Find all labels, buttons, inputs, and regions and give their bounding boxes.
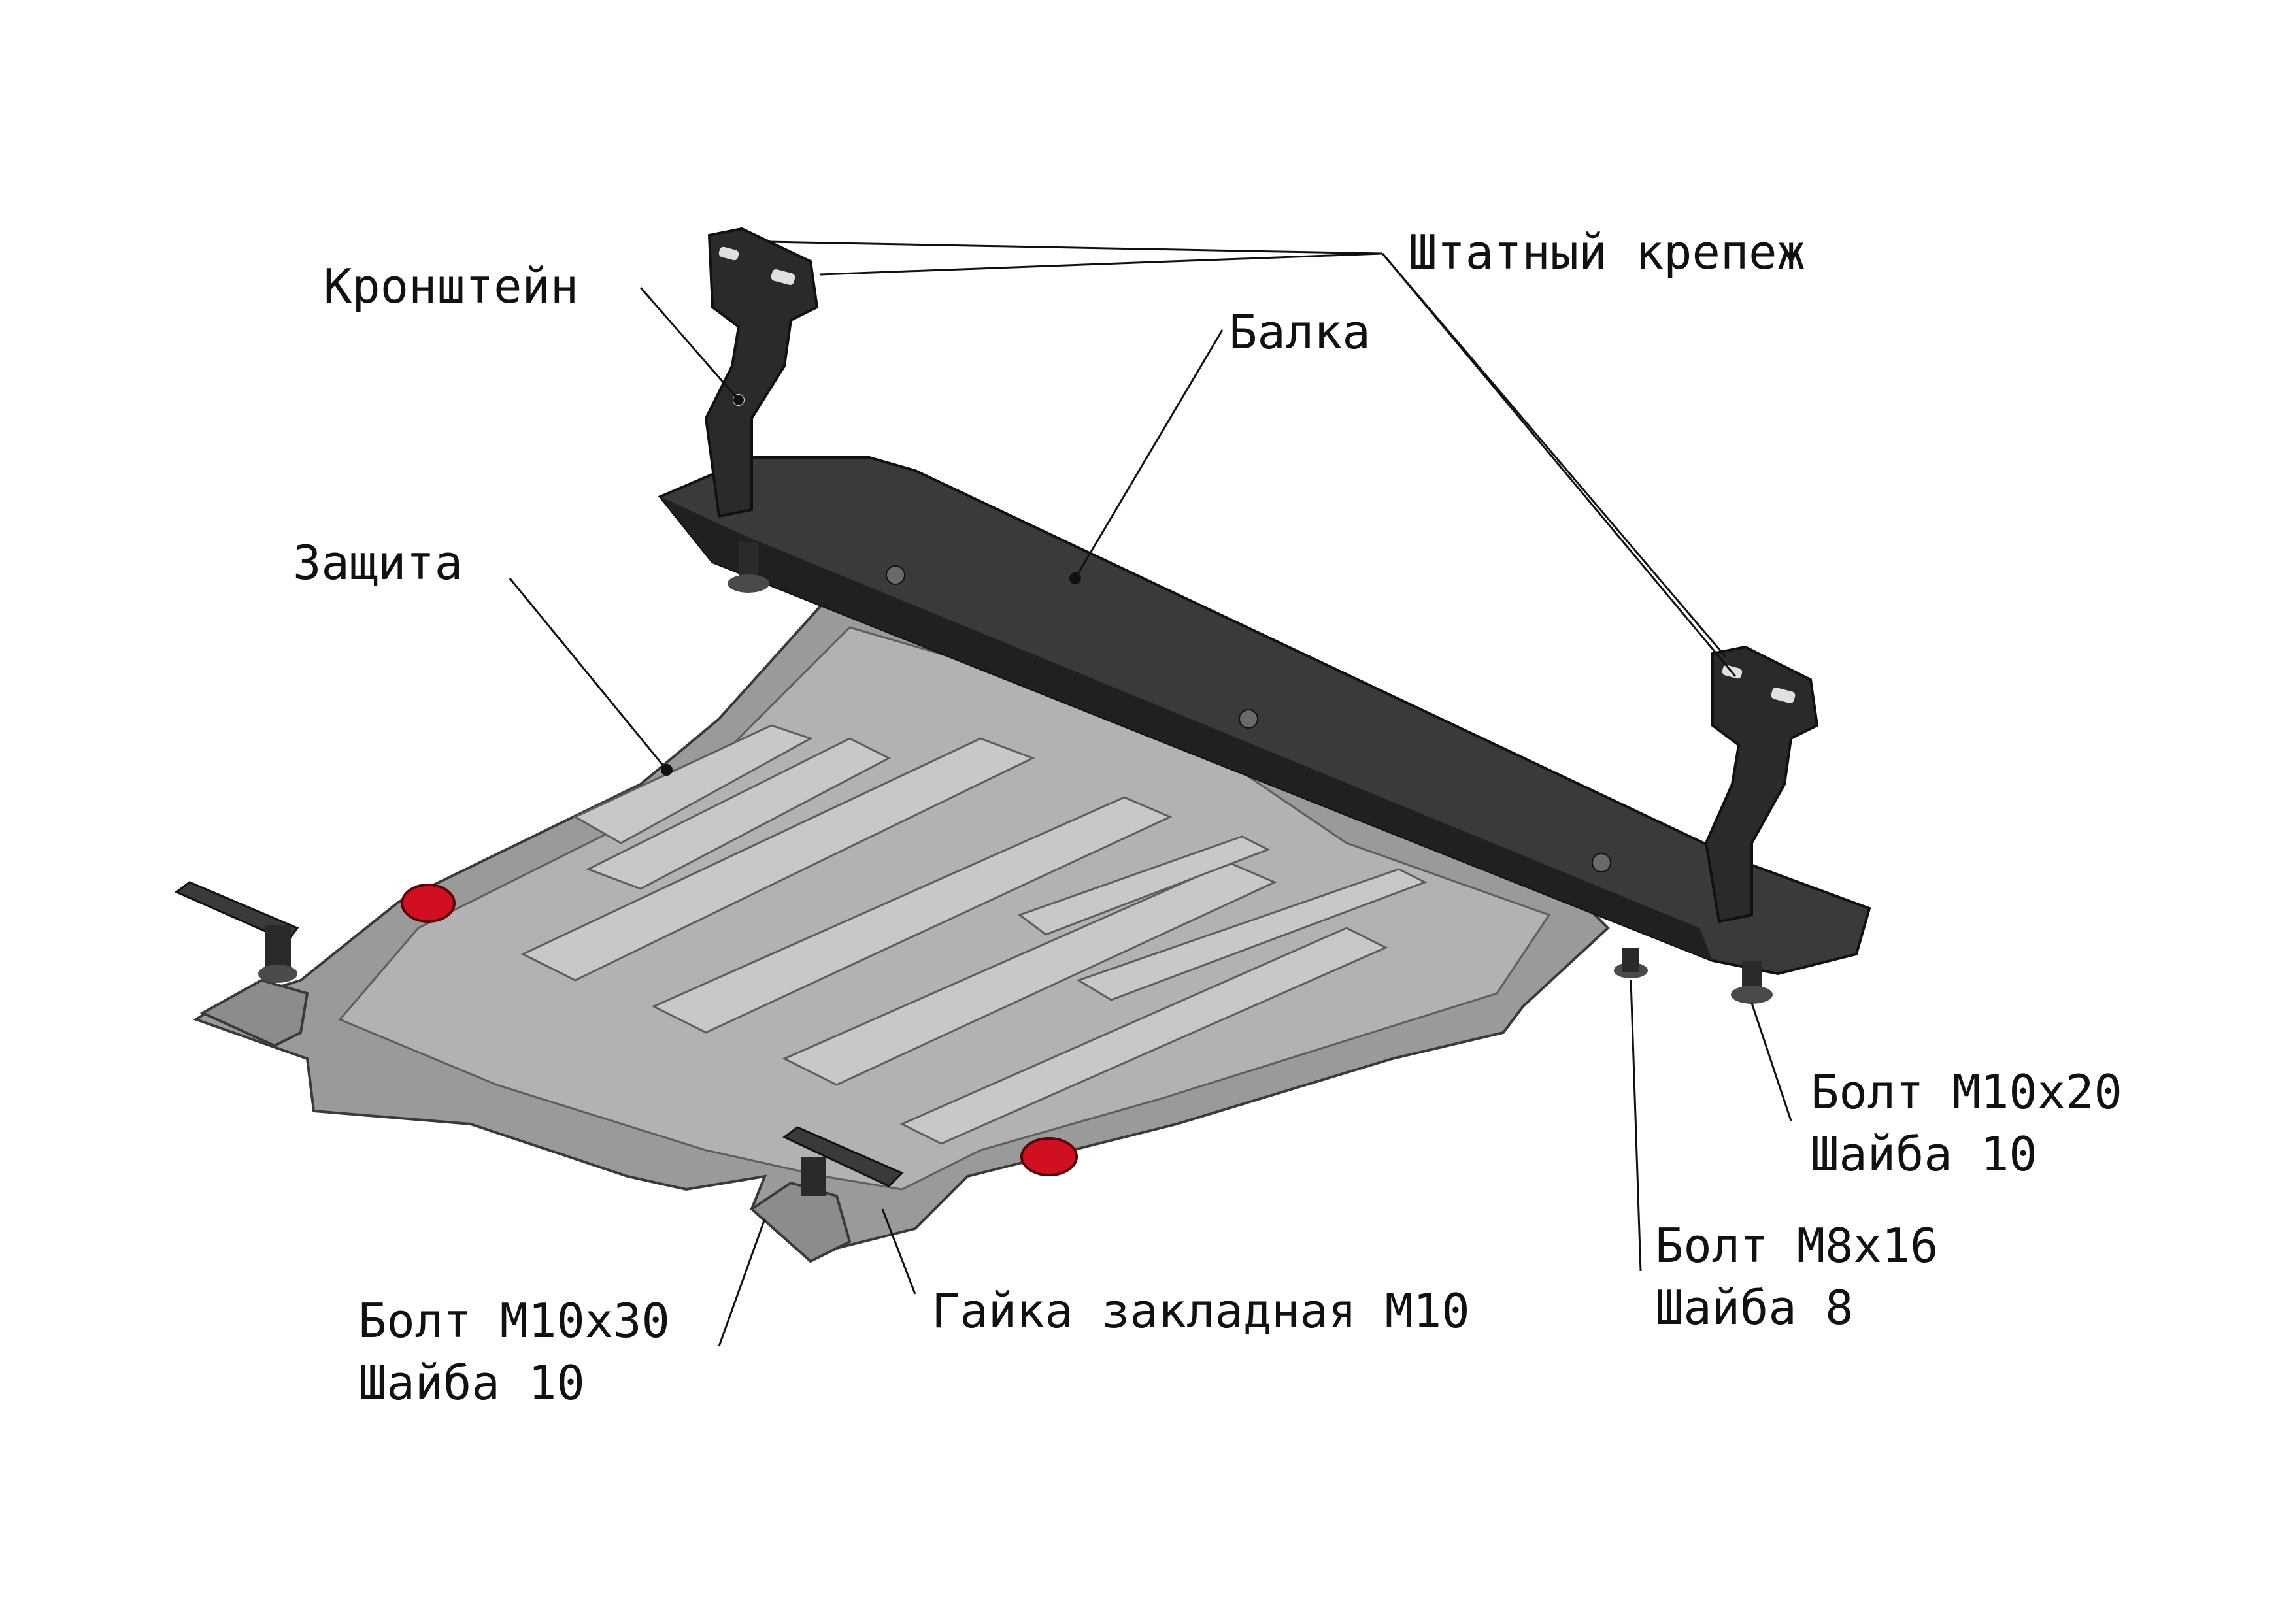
label-insert-nut-m10: Гайка закладная М10: [931, 1284, 1470, 1338]
skid-plate-ribs: [520, 724, 1428, 1145]
leader-lines: [509, 240, 1792, 1347]
label-bolt-m8x16: Болт М8х16: [1655, 1218, 1939, 1273]
label-washer-10-left: Шайба 10: [358, 1355, 585, 1410]
front-mounting-tab: [749, 1181, 852, 1263]
right-bracket: [1704, 645, 1819, 1004]
label-washer-10-right: Шайба 10: [1811, 1127, 2037, 1182]
skid-plate: [193, 573, 1610, 1263]
label-guard: Защита: [293, 535, 463, 590]
label-washer-8: Шайба 8: [1655, 1280, 1854, 1335]
label-bracket: Кронштейн: [324, 259, 579, 314]
left-bracket: [704, 227, 819, 593]
drain-plug-left: [401, 884, 456, 923]
label-bolt-m10x20: Болт М10х20: [1811, 1065, 2122, 1119]
label-beam: Балка: [1229, 305, 1371, 359]
label-bolt-m10x30: Болт М10х30: [358, 1293, 670, 1348]
drain-plug-right: [1020, 1137, 1078, 1176]
left-mounting-tab: [199, 978, 309, 1048]
beam: [658, 456, 1871, 976]
left-fastening-strap: [175, 881, 299, 983]
front-fastening-strap: [782, 1126, 904, 1196]
label-standard-fastener: Штатный крепеж: [1409, 225, 1805, 280]
loose-bolt-m8x16: [1614, 948, 1648, 978]
